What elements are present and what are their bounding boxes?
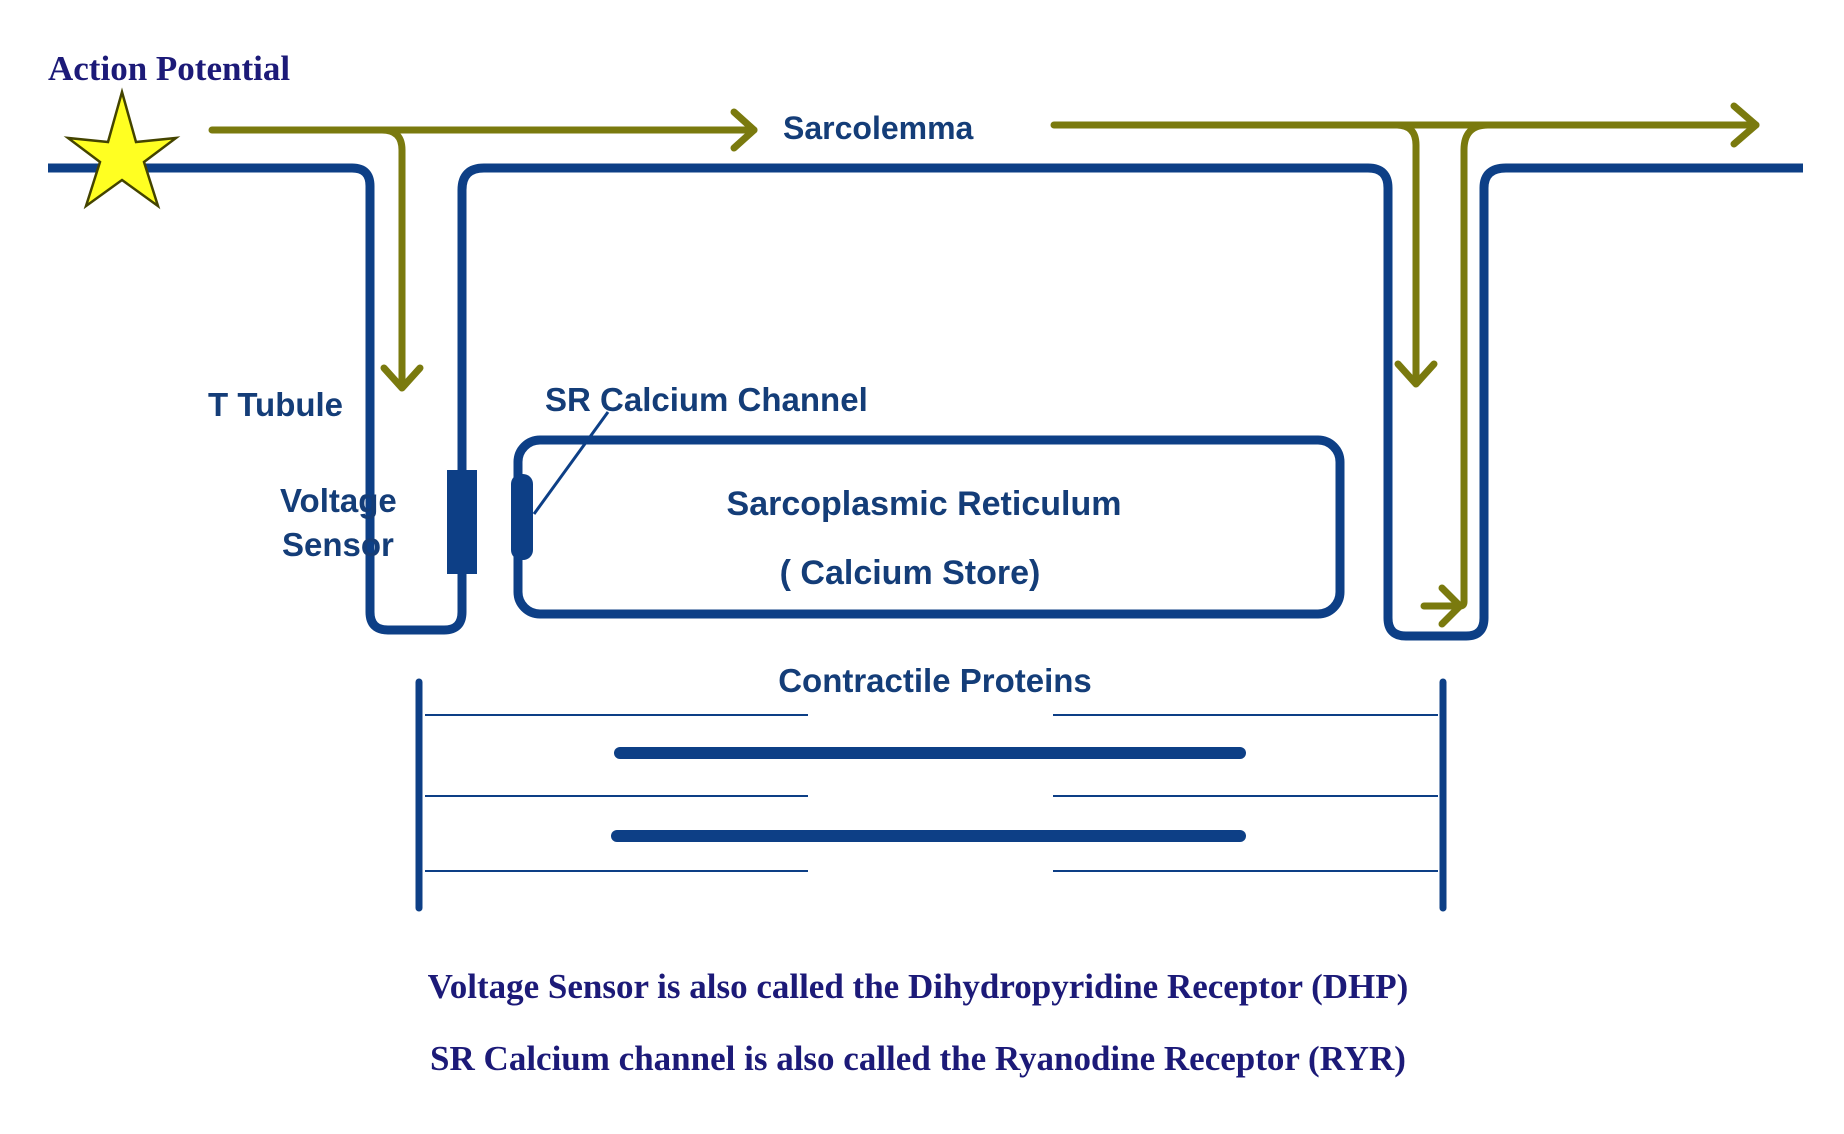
voltage-sensor-block <box>447 470 477 574</box>
sr-calcium-channel-label: SR Calcium Channel <box>545 381 868 418</box>
t-tubule-arrowhead-left <box>380 364 424 392</box>
sarcolemma-label: Sarcolemma <box>783 110 974 146</box>
t-tubule-arrowhead-right-1 <box>1394 360 1438 388</box>
sarcolemma-arrowhead-right <box>1730 102 1760 148</box>
calcium-store-label: ( Calcium Store) <box>780 554 1041 592</box>
t-tubule-arrowhead-right-2 <box>1438 584 1464 628</box>
contractile-proteins <box>415 678 1447 912</box>
voltage-sensor-label-line2: Sensor <box>282 526 394 563</box>
sr-channel-leader-line <box>532 411 610 515</box>
t-tubule-arrow-right-1 <box>1392 121 1420 386</box>
voltage-sensor-label-line1: Voltage <box>280 482 397 519</box>
signal-arrows <box>208 102 1760 628</box>
t-tubule-label: T Tubule <box>208 386 343 423</box>
action-potential-star-icon <box>63 87 181 210</box>
contractile-proteins-label: Contractile Proteins <box>778 662 1092 699</box>
ryr-note: SR Calcium channel is also called the Ry… <box>430 1039 1406 1078</box>
sarcoplasmic-reticulum-label: Sarcoplasmic Reticulum <box>727 485 1122 523</box>
sr-calcium-channel-block <box>511 474 533 560</box>
sarcolemma-membrane <box>48 163 1803 641</box>
t-tubule-arrow-left <box>378 126 406 390</box>
sarcolemma-arrowhead-left <box>730 108 758 152</box>
dhp-note: Voltage Sensor is also called the Dihydr… <box>428 967 1409 1006</box>
action-potential-label: Action Potential <box>48 49 290 88</box>
